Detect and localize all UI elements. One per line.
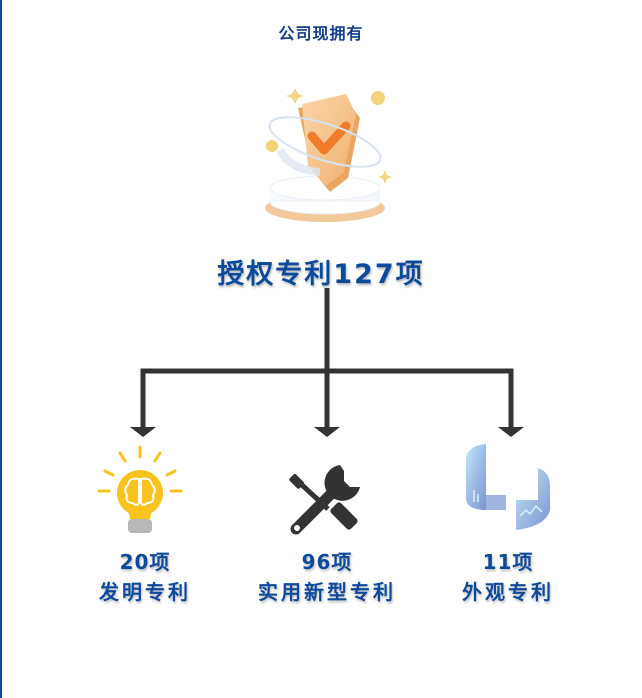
page-title: 公司现拥有	[278, 24, 364, 43]
curved-screens-icon	[466, 444, 550, 530]
main-label: 授权专利127项	[217, 259, 425, 290]
category-count: 11项	[482, 550, 534, 574]
category-invention: 20项 发明专利	[45, 548, 245, 608]
category-design: 11项 外观专利	[408, 548, 608, 608]
category-count: 96项	[301, 550, 353, 574]
lightbulb-brain-icon	[97, 445, 183, 533]
category-name: 外观专利	[462, 580, 554, 604]
category-name: 实用新型专利	[258, 580, 396, 604]
shield-check-icon	[265, 88, 392, 222]
wrench-screwdriver-icon	[289, 465, 360, 535]
left-border	[0, 0, 2, 698]
category-count: 20项	[119, 550, 171, 574]
category-name: 发明专利	[99, 580, 191, 604]
category-utility-model: 96项 实用新型专利	[227, 548, 427, 608]
